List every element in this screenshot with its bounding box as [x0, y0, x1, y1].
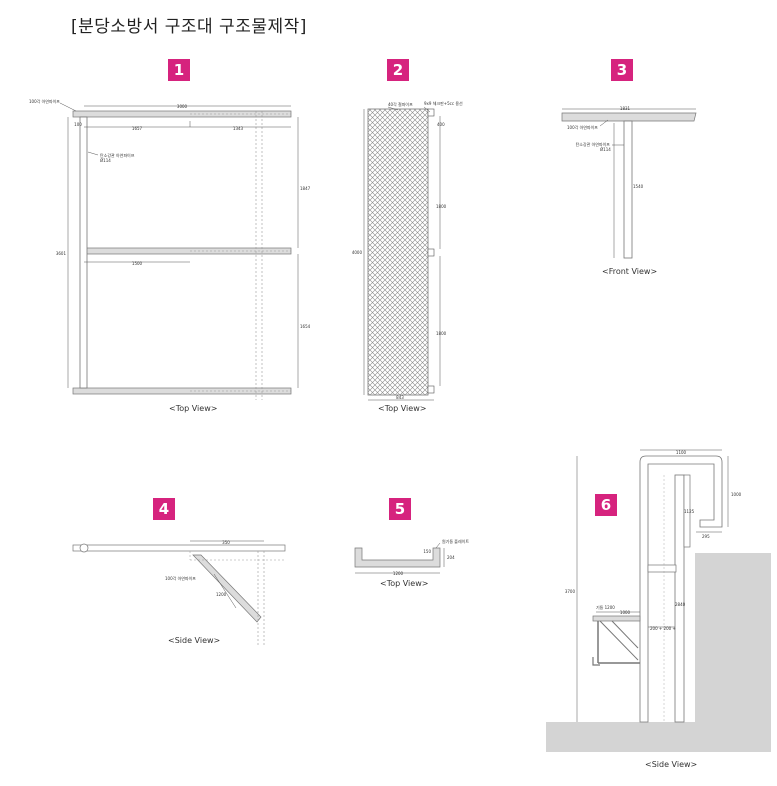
figure-4-side-view: 350 100각 아연파이프 1200	[72, 540, 286, 645]
label-square-pipe: 100각 아연파이프	[165, 575, 196, 581]
label-platform: 기둥 1200	[596, 604, 615, 610]
caption-fig6: <Side View>	[645, 760, 698, 769]
dim-left: 150	[423, 549, 431, 554]
caption-fig5: <Top View>	[380, 579, 429, 588]
diagonal-brace	[192, 554, 262, 623]
dim-upper: 1800	[436, 204, 447, 209]
mesh-panel	[367, 108, 429, 396]
dim-lower: 1800	[436, 331, 447, 336]
dim-total-height: 3700	[565, 589, 576, 594]
dim-top: 350	[222, 540, 230, 545]
dim-gap: 200 + 200 +	[650, 626, 676, 631]
u-plate	[354, 547, 441, 568]
main-frame	[639, 455, 723, 723]
dim-upper: 1847	[300, 186, 311, 191]
dim-inner: 1125	[684, 509, 695, 514]
vertical-pipe	[79, 116, 88, 389]
figure-6-side-view: 1100 1000 1125 295 3700 2840 기둥 1200 100…	[546, 449, 771, 752]
figure-3-front-view: 1831 100각 아연파이프 탄소강관 아연파이프 Ø114 1540	[561, 106, 697, 259]
label-square-pipe: 100각 아연파이프	[567, 124, 598, 130]
dim-mid-height: 2840	[675, 602, 686, 607]
caption-fig2: <Top View>	[378, 404, 427, 413]
dim-height: 1540	[633, 184, 644, 189]
vertical-pipe	[623, 120, 633, 259]
figure-1-top-view: 100각 아연파이프 3000 100 1657 1343 탄소강관 아연파이프…	[29, 98, 311, 400]
dim-right: 1343	[233, 126, 244, 131]
dim-middle: 1500	[132, 261, 143, 266]
figure-badge-1: 1	[168, 59, 190, 81]
wall-bracket	[647, 564, 677, 573]
dim-lower: 1654	[300, 324, 311, 329]
figure-badge-6: 6	[595, 494, 617, 516]
platform	[592, 615, 641, 622]
figure-2-top-view: 40각 철파이프 9x9 체크판+5cc 용선 400 4000 1800 18…	[352, 100, 463, 401]
label-plate: 원기둥 플레이트	[442, 538, 469, 544]
label-diameter: Ø114	[600, 147, 611, 152]
caption-fig4: <Side View>	[168, 636, 221, 645]
label-diameter: Ø114	[100, 158, 111, 163]
label-square-pipe: 100각 아연파이프	[29, 98, 60, 104]
page-title: [분당소방서 구조대 구조물제작]	[71, 17, 307, 37]
dim-width: 1200	[393, 571, 404, 576]
dim-width: 843	[396, 395, 404, 400]
dim-height: 3601	[56, 251, 67, 256]
figure-badge-2: 2	[387, 59, 409, 81]
label-bar: 40각 철파이프	[388, 101, 413, 107]
dim-top: 400	[437, 122, 445, 127]
dim-brace: 1200	[216, 592, 227, 597]
dim-top-width: 1100	[676, 450, 687, 455]
figure-badge-5: 5	[389, 498, 411, 520]
dim-offset: 100	[74, 122, 82, 127]
dim-right-top: 1000	[731, 492, 742, 497]
figure-5-top-view: 원기둥 플레이트 150 204 1200	[354, 538, 469, 576]
label-plate: 9x9 체크판+5cc 용선	[424, 100, 463, 106]
top-beam	[561, 112, 697, 122]
dim-total-width: 3000	[177, 104, 188, 109]
dim-right: 204	[447, 555, 455, 560]
dim-platform: 1000	[620, 610, 631, 615]
dim-left: 1657	[132, 126, 143, 131]
label-carbon-pipe: 탄소강관 아연파이프	[576, 141, 611, 147]
top-beam	[72, 544, 286, 552]
dim-offset: 295	[702, 534, 710, 539]
dim-width: 1831	[620, 106, 631, 111]
figure-badge-3: 3	[611, 59, 633, 81]
dim-height: 4000	[352, 250, 363, 255]
rear-post	[674, 474, 685, 723]
label-carbon-pipe: 탄소강관 아연파이프	[100, 152, 135, 158]
figure-badge-4: 4	[153, 498, 175, 520]
caption-fig3: <Front View>	[602, 267, 658, 276]
caption-fig1: <Top View>	[169, 404, 218, 413]
building-wall	[695, 553, 771, 752]
